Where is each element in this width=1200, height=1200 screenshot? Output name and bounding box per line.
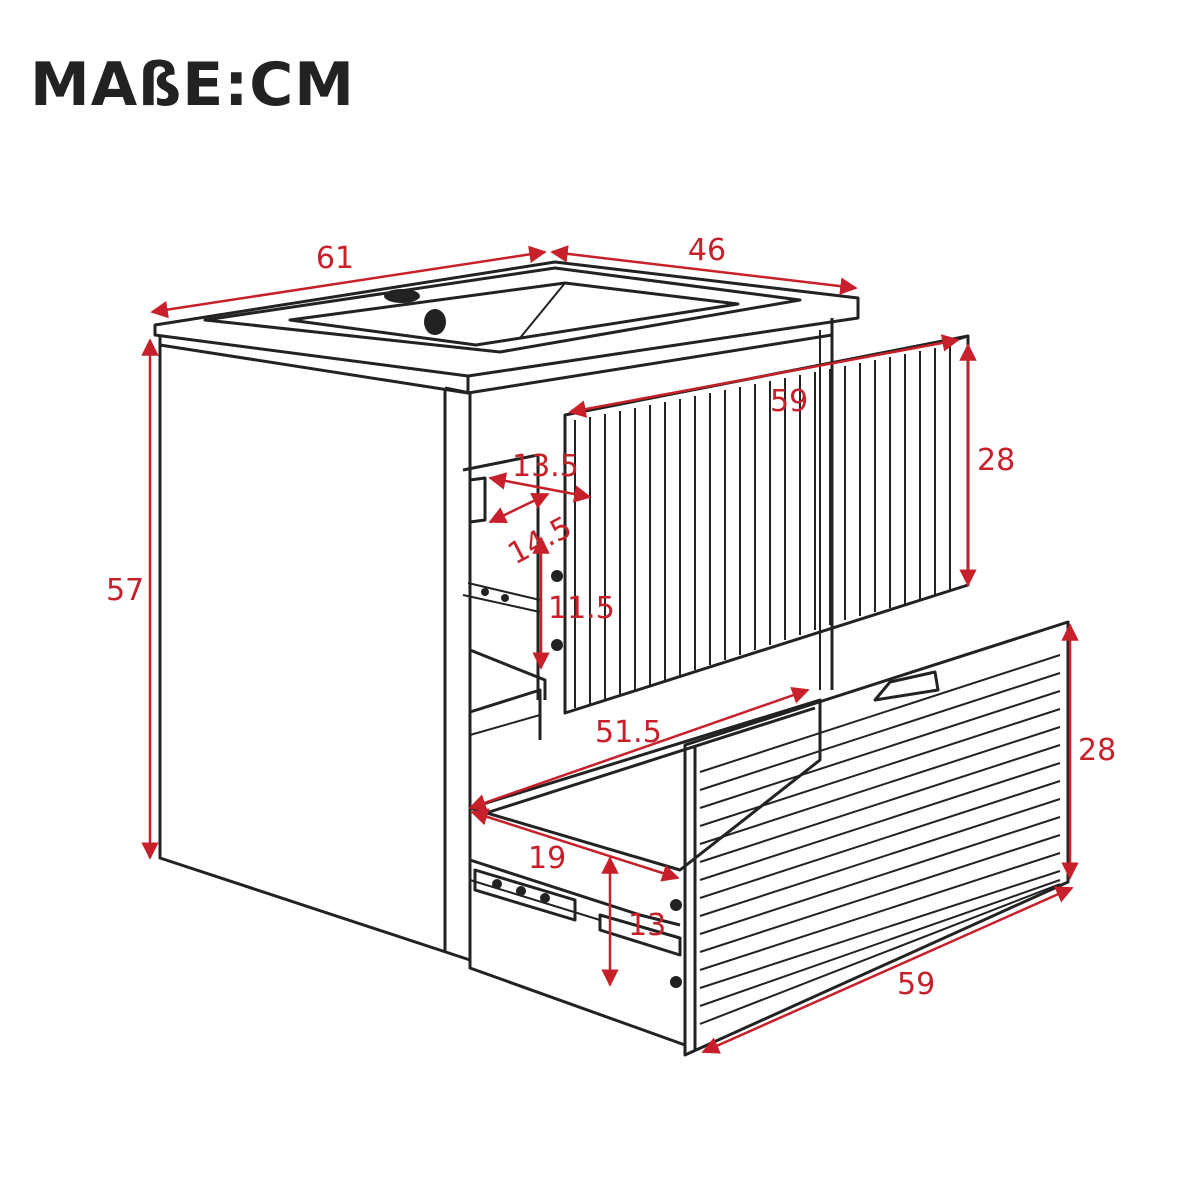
dim-inner-lower-depth: 19 <box>528 841 566 876</box>
upper-drawer-front <box>563 334 970 715</box>
dim-top-depth: 46 <box>688 233 726 268</box>
dim-lower-drawer-height: 28 <box>1078 733 1116 768</box>
cabinet-body <box>158 325 834 962</box>
dim-inner-upper-height: 11.5 <box>548 591 615 626</box>
basin-top <box>153 260 860 395</box>
page-title: MAßE:CM <box>30 50 356 120</box>
dim-upper-drawer-width: 59 <box>770 384 808 419</box>
dim-height: 57 <box>106 573 144 608</box>
dim-lower-drawer-width: 59 <box>897 967 935 1002</box>
dim-upper-drawer-height: 28 <box>977 443 1015 478</box>
dimension-lines <box>141 245 1079 1054</box>
dim-lower-drawer-depth: 51.5 <box>595 715 662 750</box>
lower-drawer-front <box>683 620 1070 1057</box>
upper-drawer-interior <box>462 453 563 700</box>
dim-inner-upper-width: 13.5 <box>512 449 579 484</box>
dim-top-width: 61 <box>316 241 354 276</box>
dim-inner-lower-height: 13 <box>628 908 666 943</box>
